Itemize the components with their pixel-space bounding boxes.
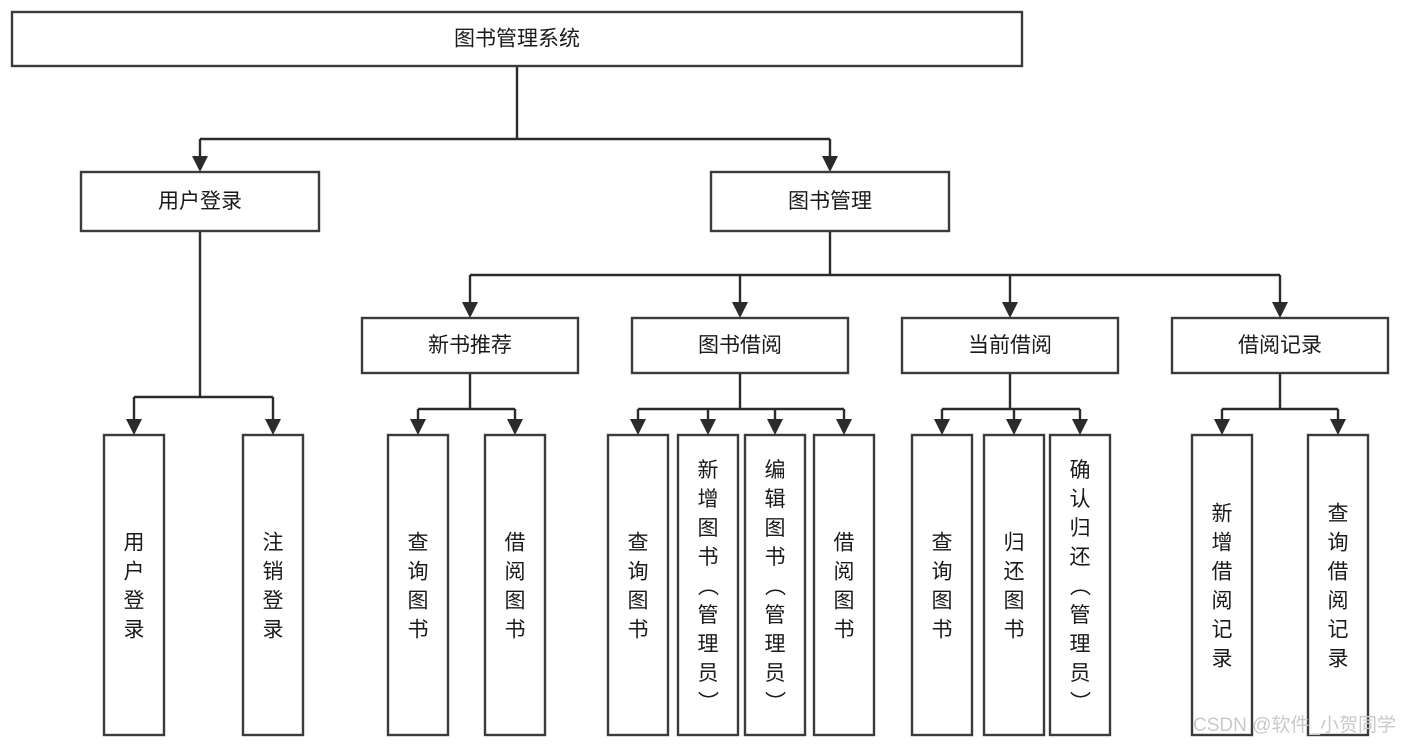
node-label: 归还图书 bbox=[1004, 532, 1025, 642]
arrow-head-icon bbox=[1330, 419, 1346, 435]
node-leaf-edit-book[interactable]: 编辑图书（管理员） bbox=[743, 433, 807, 737]
node-box bbox=[630, 316, 850, 375]
node-leaf-add-record[interactable]: 新增借阅记录 bbox=[1190, 433, 1254, 737]
node-leaf-borrow-book-1[interactable]: 借阅图书 bbox=[483, 433, 547, 737]
node-box bbox=[1190, 433, 1254, 737]
node-box bbox=[1048, 433, 1112, 737]
arrow-head-icon bbox=[1002, 302, 1018, 318]
node-label: 借阅记录 bbox=[1238, 334, 1322, 357]
node-label: 注销登录 bbox=[263, 532, 284, 642]
node-box bbox=[241, 433, 305, 737]
node-label: 图书借阅 bbox=[698, 334, 782, 357]
node-borrow-record[interactable]: 借阅记录 bbox=[1170, 316, 1390, 375]
node-label: 编辑图书（管理员） bbox=[765, 459, 787, 714]
node-leaf-logout[interactable]: 注销登录 bbox=[241, 433, 305, 737]
node-label: 借阅图书 bbox=[505, 532, 526, 642]
arrow-head-icon bbox=[410, 419, 426, 435]
node-label: 新书推荐 bbox=[428, 334, 512, 357]
node-label: 查询图书 bbox=[628, 532, 649, 642]
node-leaf-borrow-book-2[interactable]: 借阅图书 bbox=[812, 433, 876, 737]
arrow-head-icon bbox=[126, 419, 142, 435]
arrow-head-icon bbox=[1272, 302, 1288, 318]
node-box bbox=[982, 433, 1046, 737]
node-user-login[interactable]: 用户登录 bbox=[79, 170, 321, 233]
arrow-head-icon bbox=[934, 419, 950, 435]
node-label: 借阅图书 bbox=[834, 532, 855, 642]
node-leaf-query-book-3[interactable]: 查询图书 bbox=[910, 433, 974, 737]
connectors-layer bbox=[126, 66, 1346, 435]
arrow-head-icon bbox=[462, 302, 478, 318]
node-label: 图书管理 bbox=[788, 190, 872, 213]
watermark-label: CSDN @软件_小贺同学 bbox=[1193, 714, 1396, 736]
arrow-head-icon bbox=[836, 419, 852, 435]
arrow-head-icon bbox=[822, 156, 838, 172]
node-leaf-query-record[interactable]: 查询借阅记录 bbox=[1306, 433, 1370, 737]
node-label: 新增图书（管理员） bbox=[698, 459, 720, 714]
arrow-head-icon bbox=[630, 419, 646, 435]
node-box bbox=[483, 433, 547, 737]
node-box bbox=[386, 433, 450, 737]
node-leaf-query-book-1[interactable]: 查询图书 bbox=[386, 433, 450, 737]
node-box bbox=[10, 10, 1024, 68]
arrow-head-icon bbox=[700, 419, 716, 435]
arrow-head-icon bbox=[507, 419, 523, 435]
node-leaf-query-book-2[interactable]: 查询图书 bbox=[606, 433, 670, 737]
node-label: 用户登录 bbox=[158, 190, 242, 213]
node-box bbox=[910, 433, 974, 737]
node-label: 用户登录 bbox=[124, 532, 145, 642]
arrow-head-icon bbox=[192, 156, 208, 172]
node-box bbox=[900, 316, 1120, 375]
node-label: 新增借阅记录 bbox=[1212, 503, 1233, 671]
node-box bbox=[1306, 433, 1370, 737]
node-box bbox=[709, 170, 951, 233]
arrow-head-icon bbox=[1214, 419, 1230, 435]
node-box bbox=[812, 433, 876, 737]
node-book-borrow[interactable]: 图书借阅 bbox=[630, 316, 850, 375]
node-label: 图书管理系统 bbox=[454, 28, 580, 51]
node-leaf-confirm-return[interactable]: 确认归还（管理员） bbox=[1048, 433, 1112, 737]
arrow-head-icon bbox=[265, 419, 281, 435]
node-box bbox=[1170, 316, 1390, 375]
node-new-book-recommend[interactable]: 新书推荐 bbox=[360, 316, 580, 375]
node-label: 查询图书 bbox=[408, 532, 429, 642]
node-root-root[interactable]: 图书管理系统 bbox=[10, 10, 1024, 68]
node-label: 确认归还（管理员） bbox=[1070, 459, 1092, 714]
node-box bbox=[360, 316, 580, 375]
arrow-head-icon bbox=[767, 419, 783, 435]
node-current-borrow[interactable]: 当前借阅 bbox=[900, 316, 1120, 375]
node-leaf-user-login[interactable]: 用户登录 bbox=[102, 433, 166, 737]
node-label: 查询借阅记录 bbox=[1328, 503, 1349, 671]
node-leaf-return-book[interactable]: 归还图书 bbox=[982, 433, 1046, 737]
arrow-head-icon bbox=[1006, 419, 1022, 435]
node-box bbox=[79, 170, 321, 233]
arrow-head-icon bbox=[1072, 419, 1088, 435]
node-label: 查询图书 bbox=[932, 532, 953, 642]
node-label: 当前借阅 bbox=[968, 334, 1052, 357]
arrow-head-icon bbox=[732, 302, 748, 318]
node-box bbox=[102, 433, 166, 737]
node-box bbox=[676, 433, 740, 737]
node-box bbox=[606, 433, 670, 737]
node-book-manage[interactable]: 图书管理 bbox=[709, 170, 951, 233]
node-box bbox=[743, 433, 807, 737]
node-leaf-add-book[interactable]: 新增图书（管理员） bbox=[676, 433, 740, 737]
nodes-layer: 图书管理系统用户登录图书管理新书推荐图书借阅当前借阅借阅记录用户登录注销登录查询… bbox=[10, 10, 1390, 737]
